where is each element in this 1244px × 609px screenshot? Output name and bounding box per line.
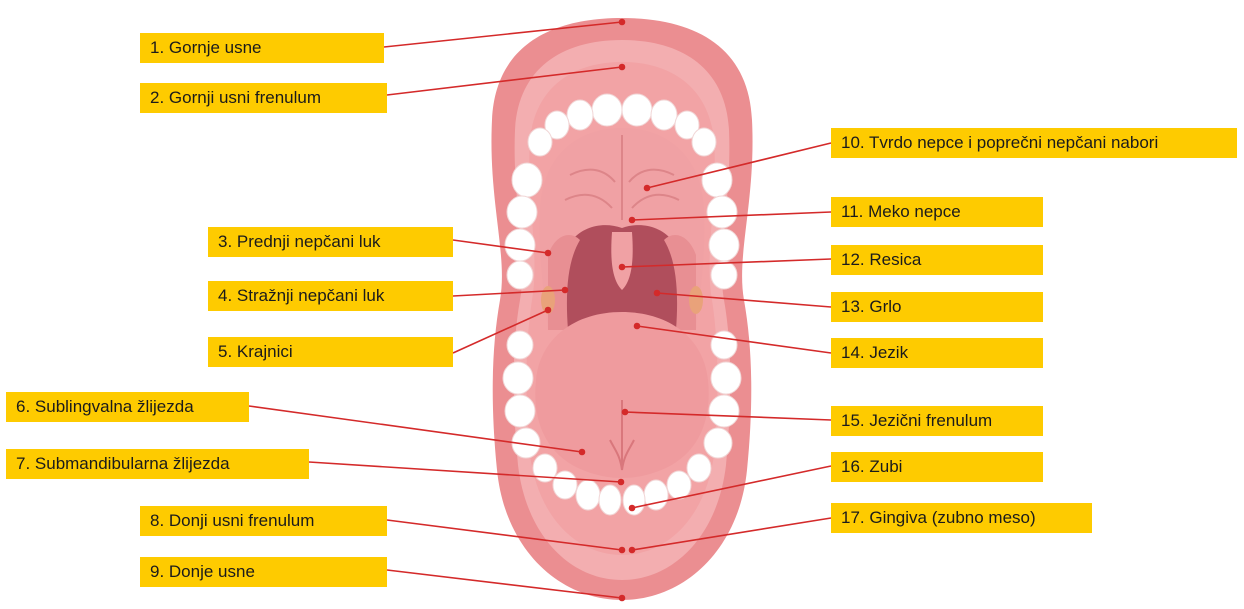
leader-dot <box>546 308 551 313</box>
lower-tooth <box>667 471 691 499</box>
leader-dot <box>580 450 585 455</box>
upper-tooth <box>512 163 542 197</box>
upper-tooth <box>507 196 537 228</box>
upper-tooth <box>651 100 677 130</box>
lower-tooth <box>507 331 533 359</box>
label-gornji-usni-frenulum: 2. Gornji usni frenulum <box>140 83 387 113</box>
lower-tooth <box>599 485 621 515</box>
lower-tooth <box>503 362 533 394</box>
upper-tooth <box>528 128 552 156</box>
leader-dot <box>620 65 625 70</box>
lower-tooth <box>505 395 535 427</box>
label-donje-usne: 9. Donje usne <box>140 557 387 587</box>
leader-dot <box>630 218 635 223</box>
label-jezicni-frenulum: 15. Jezični frenulum <box>831 406 1043 436</box>
upper-tooth <box>622 94 652 126</box>
leader-dot <box>630 548 635 553</box>
leader-dot <box>620 596 625 601</box>
lower-tooth <box>711 331 737 359</box>
label-krajnici: 5. Krajnici <box>208 337 453 367</box>
label-gornje-usne: 1. Gornje usne <box>140 33 384 63</box>
leader-dot <box>645 186 650 191</box>
upper-tooth <box>505 229 535 261</box>
leader-dot <box>620 548 625 553</box>
lower-tooth <box>576 480 600 510</box>
leader-dot <box>655 291 660 296</box>
upper-tooth <box>692 128 716 156</box>
label-jezik: 14. Jezik <box>831 338 1043 368</box>
upper-tooth <box>567 100 593 130</box>
label-grlo: 13. Grlo <box>831 292 1043 322</box>
label-prednji-nepcani-luk: 3. Prednji nepčani luk <box>208 227 453 257</box>
leader-dot <box>630 506 635 511</box>
lower-tooth <box>553 471 577 499</box>
lower-tooth <box>687 454 711 482</box>
leader-dot <box>635 324 640 329</box>
label-gingiva: 17. Gingiva (zubno meso) <box>831 503 1092 533</box>
leader-dot <box>623 410 628 415</box>
label-zubi: 16. Zubi <box>831 452 1043 482</box>
label-straznji-nepcani-luk: 4. Stražnji nepčani luk <box>208 281 453 311</box>
label-tvrdo-nepce: 10. Tvrdo nepce i poprečni nepčani nabor… <box>831 128 1237 158</box>
leader-dot <box>620 265 625 270</box>
upper-tooth <box>507 261 533 289</box>
lower-tooth <box>711 362 741 394</box>
upper-tooth <box>592 94 622 126</box>
label-meko-nepce: 11. Meko nepce <box>831 197 1043 227</box>
label-sublingvalna-zlijezda: 6. Sublingvalna žlijezda <box>6 392 249 422</box>
lower-tooth <box>704 428 732 458</box>
leader-dot <box>619 480 624 485</box>
upper-tooth <box>709 229 739 261</box>
label-donji-usni-frenulum: 8. Donji usni frenulum <box>140 506 387 536</box>
lower-tooth <box>709 395 739 427</box>
upper-tooth <box>711 261 737 289</box>
leader-dot <box>563 288 568 293</box>
upper-tooth <box>707 196 737 228</box>
leader-dot <box>546 251 551 256</box>
leader-dot <box>620 20 625 25</box>
label-submandibularna-zlijezda: 7. Submandibularna žlijezda <box>6 449 309 479</box>
label-resica: 12. Resica <box>831 245 1043 275</box>
